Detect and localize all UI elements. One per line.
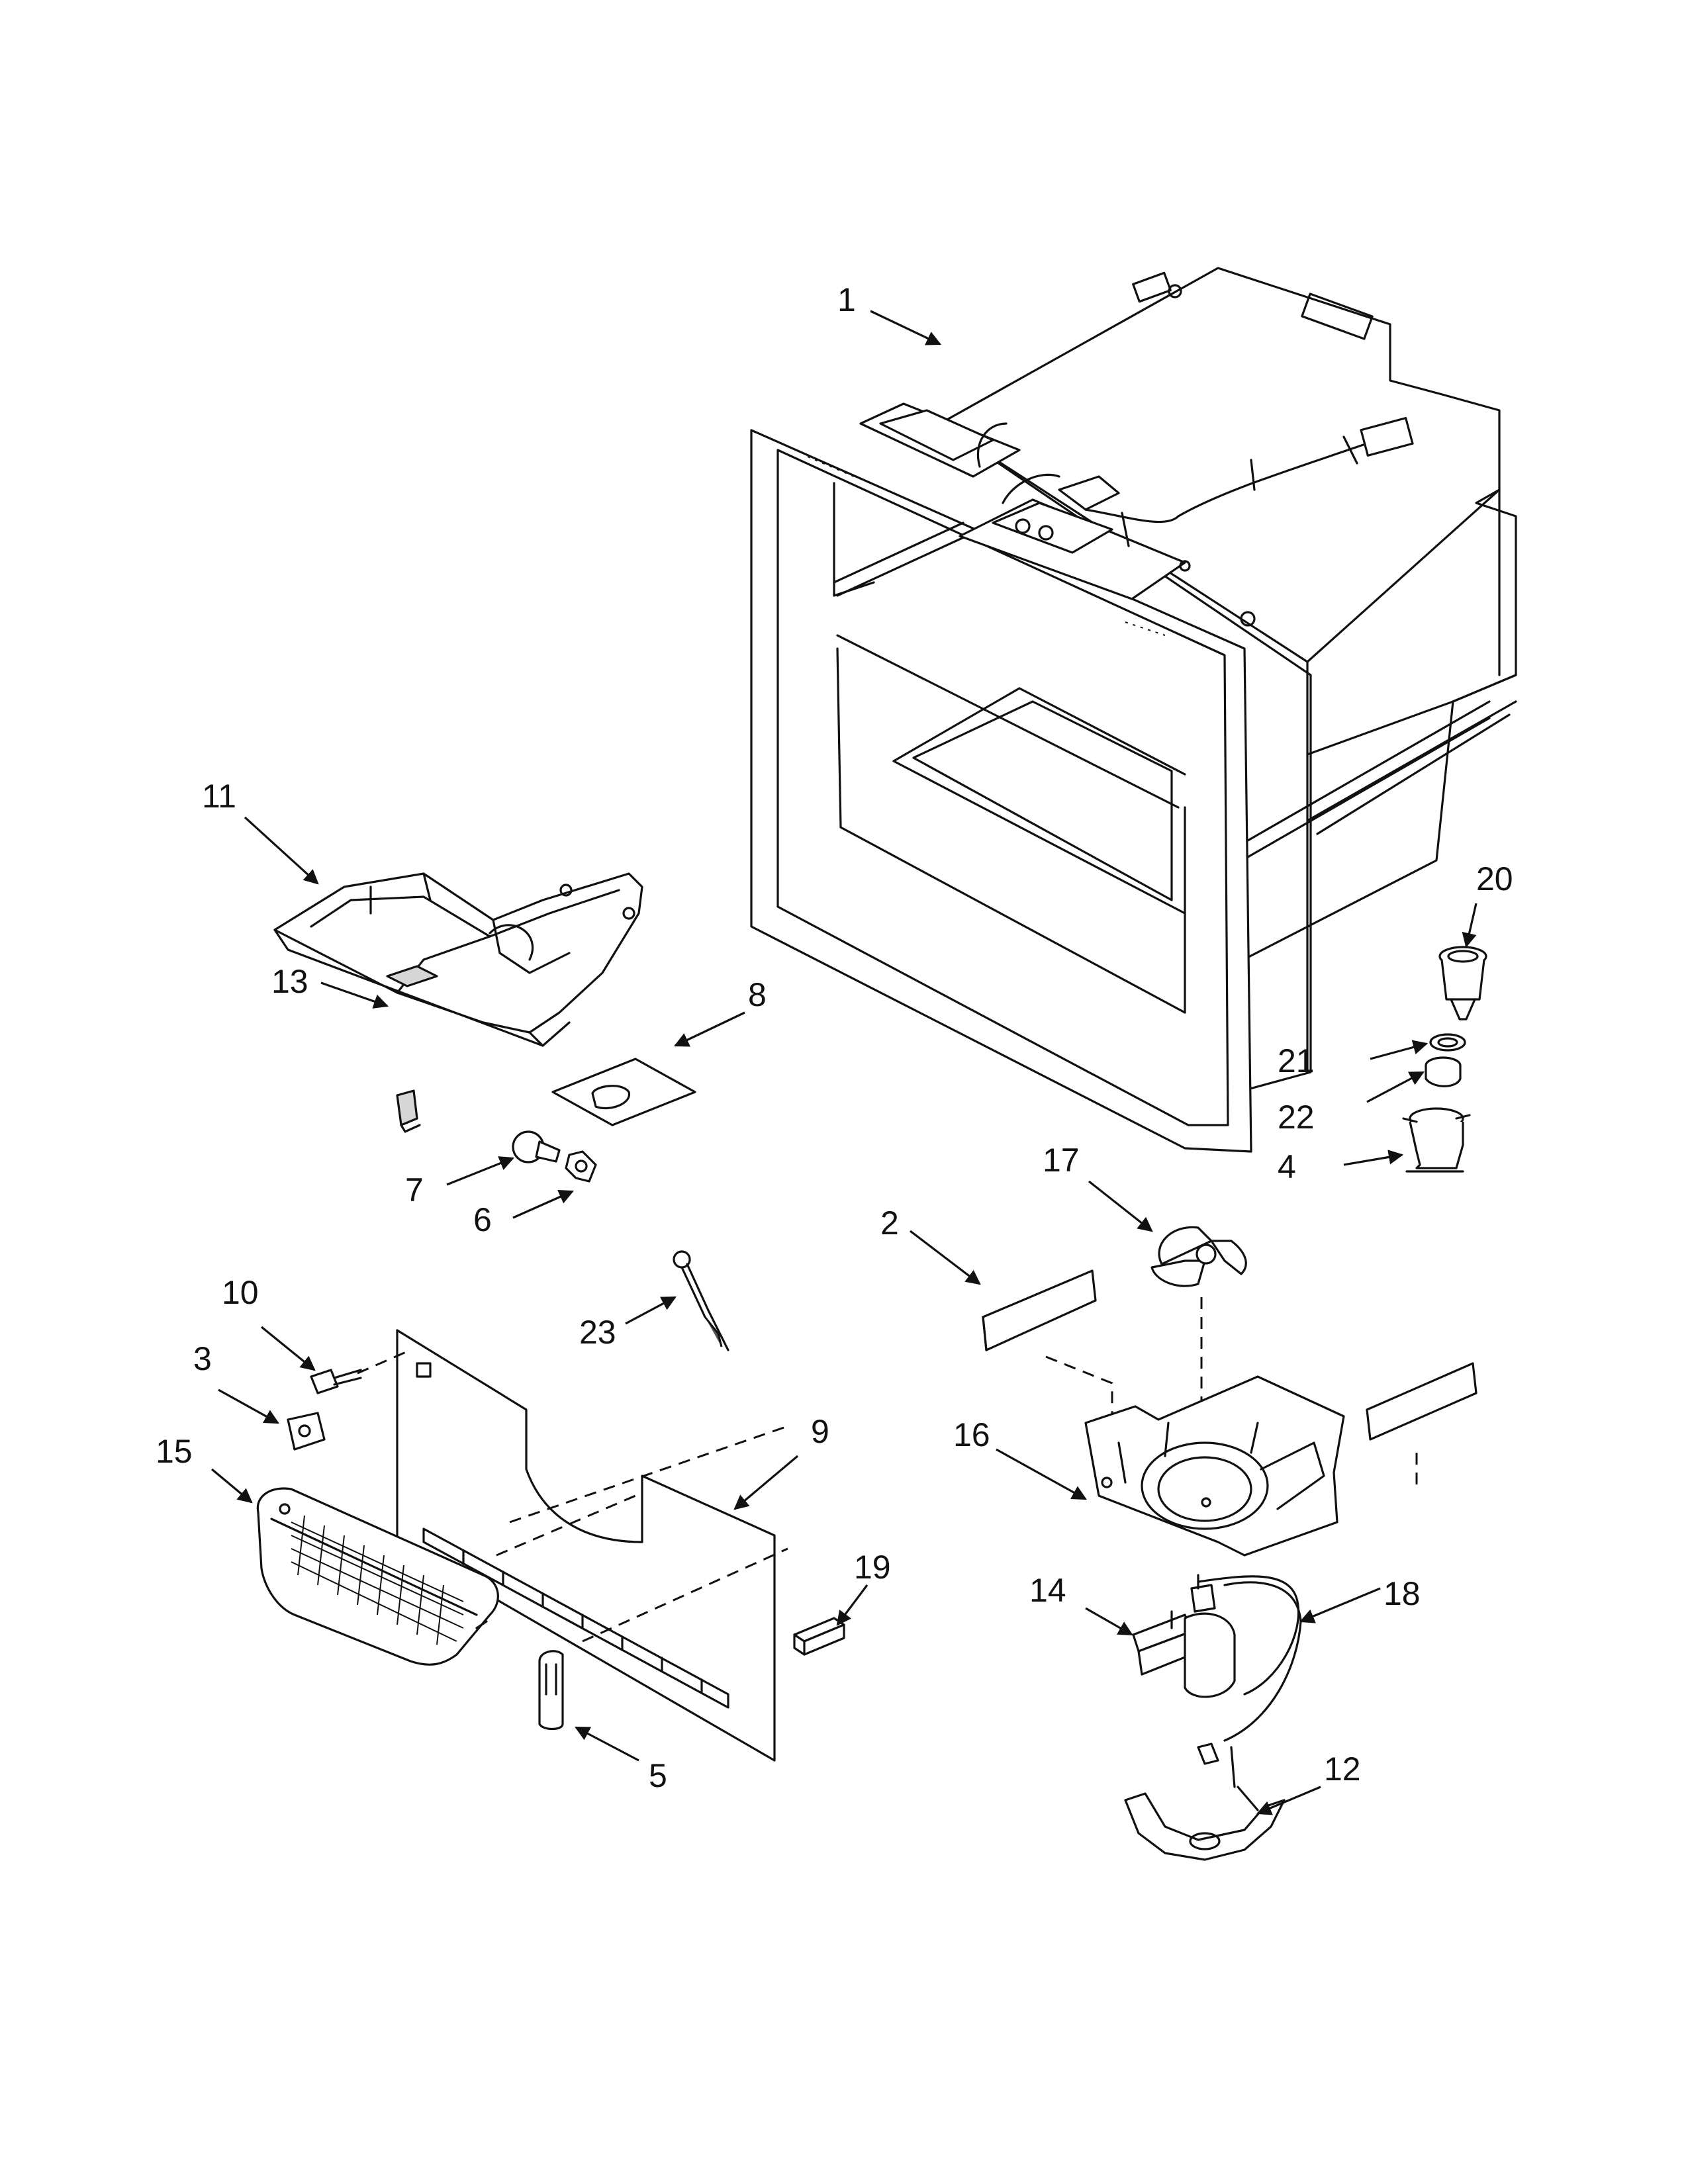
bracket-drawing [287, 1412, 326, 1451]
callout-15: 15 [156, 1433, 193, 1470]
callout-20: 20 [1476, 860, 1513, 897]
callout-5: 5 [649, 1757, 667, 1794]
rear-panel-drawing [357, 1329, 788, 1762]
callout-17: 17 [1043, 1142, 1080, 1179]
callout-numbers: 1 2 3 4 5 6 7 8 9 10 11 12 13 14 15 16 1… [156, 281, 1513, 1794]
callout-13: 13 [271, 963, 308, 1000]
insulation-block-left-drawing [982, 1269, 1113, 1423]
switch-drawing [396, 1089, 421, 1133]
callout-16: 16 [953, 1416, 990, 1453]
callout-8: 8 [748, 976, 767, 1013]
drain-trough-drawing [1402, 1107, 1471, 1173]
thermistor-drawing [673, 1250, 729, 1351]
callout-7: 7 [405, 1171, 424, 1208]
callout-12: 12 [1324, 1751, 1361, 1788]
callout-23: 23 [579, 1314, 616, 1351]
seal-strip-drawing [793, 1617, 845, 1656]
callout-3: 3 [193, 1340, 212, 1377]
fan-motor-drawing [1132, 1574, 1299, 1698]
light-bulb-drawing [512, 1130, 561, 1163]
motor-wire-drawing [1223, 1581, 1302, 1742]
grille-cover-drawing [256, 1487, 499, 1666]
callout-14: 14 [1029, 1572, 1066, 1609]
freezer-liner-drawing [750, 267, 1517, 1153]
callout-2: 2 [880, 1205, 899, 1242]
callout-22: 22 [1278, 1099, 1315, 1136]
screw-drawing [310, 1369, 362, 1394]
callout-18: 18 [1383, 1575, 1421, 1612]
light-housing-drawing [273, 872, 643, 1047]
insulation-block-right-drawing [1366, 1362, 1477, 1489]
callout-6: 6 [473, 1201, 492, 1238]
grommet-drawing [1425, 1056, 1462, 1087]
callout-9: 9 [811, 1413, 829, 1450]
drain-fitting-drawing [1438, 946, 1487, 1021]
callout-1: 1 [837, 281, 856, 318]
motor-bracket-drawing [1124, 1743, 1286, 1861]
callout-21: 21 [1278, 1042, 1315, 1079]
callout-11: 11 [202, 778, 236, 815]
label-sheet-drawing [551, 1058, 696, 1126]
o-ring-drawing [1429, 1033, 1466, 1052]
clip-drawing [538, 1650, 564, 1731]
lamp-socket-drawing [565, 1150, 597, 1183]
callout-10: 10 [222, 1274, 259, 1311]
fan-housing-drawing [1084, 1375, 1345, 1557]
leader-lines [211, 310, 1477, 1815]
callout-4: 4 [1278, 1148, 1296, 1185]
callout-19: 19 [854, 1549, 891, 1586]
fan-blade-drawing [1150, 1226, 1247, 1496]
